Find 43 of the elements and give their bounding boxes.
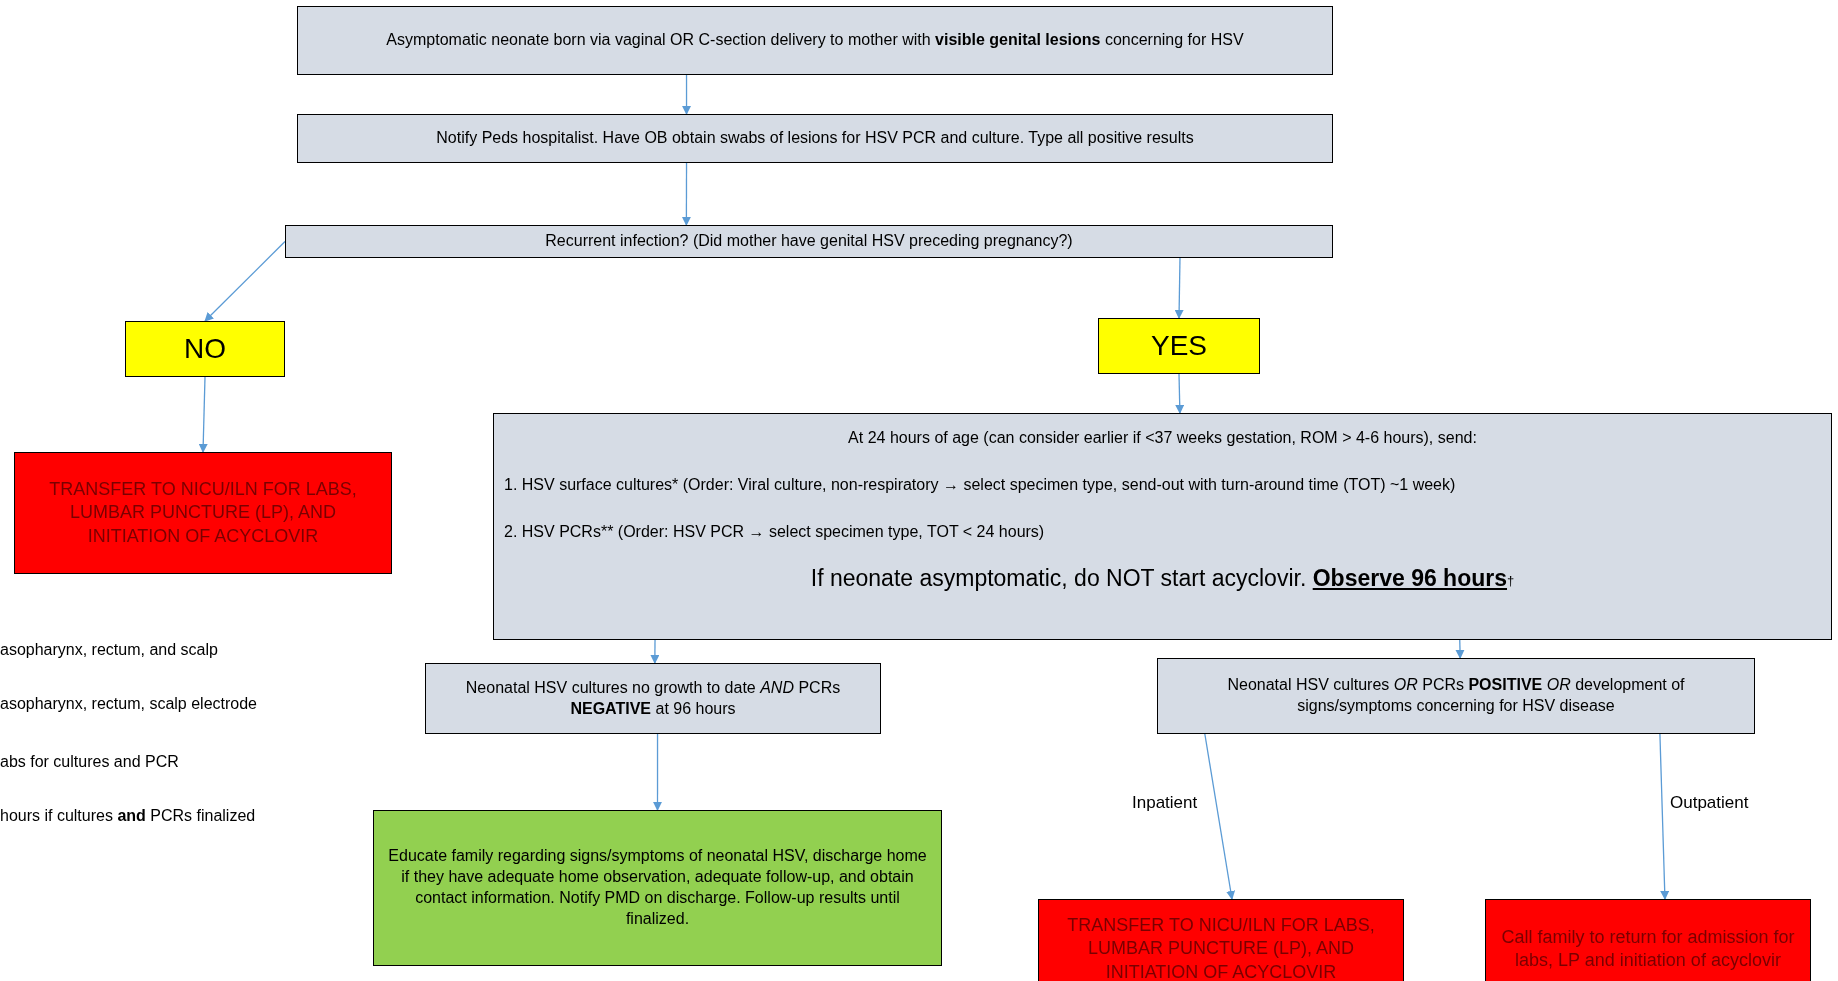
box-text: TRANSFER TO NICU/ILN FOR LABS, LUMBAR PUNCTURE (LP), AND INITIATION OF ACYCLOVIR	[1066, 913, 1376, 981]
arrow	[681, 162, 691, 226]
box-text: Notify Peds hospitalist. Have OB obtain swabs of lesions for HSV PCR and culture. Type all positive results	[435, 128, 1195, 149]
process-box	[1157, 658, 1755, 734]
note-text: abs for cultures and PCR	[0, 753, 179, 771]
action-box	[1038, 899, 1404, 981]
arrow	[682, 74, 692, 115]
decision-box	[125, 321, 285, 377]
note-text: hours if cultures and PCRs finalized	[0, 807, 256, 825]
arrow	[204, 240, 286, 322]
process-box	[285, 225, 1333, 258]
box-text: Educate family regarding signs/symptoms of neonatal HSV, discharge home if they have adequate home observation, adequate follow-up, and obtain contact information. Notify PMD on discharge. Follow-up results until finalized.	[387, 846, 928, 929]
box-text: Asymptomatic neonate born via vaginal OR C-section delivery to mother with visible genital lesions concerning for HSV	[385, 30, 1245, 51]
process-box	[425, 663, 881, 734]
outcome-box	[373, 810, 942, 966]
arrow	[650, 639, 660, 664]
arrow	[1175, 373, 1185, 414]
box-text: Recurrent infection? (Did mother have genital HSV preceding pregnancy?)	[544, 231, 1074, 252]
box-text: Neonatal HSV cultures OR PCRs POSITIVE OR development of signs/symptoms concerning for HSV disease	[1226, 675, 1686, 716]
process-box	[493, 413, 1832, 640]
box-text: 1. HSV surface cultures* (Order: Viral culture, non-respiratory → select specimen type, send-out with turn-around time (TOT) ~1 week)	[504, 474, 1457, 495]
arrow	[1455, 639, 1465, 659]
edge-label: Inpatient	[1130, 793, 1200, 813]
action-box	[14, 452, 392, 574]
edge-label: Outpatient	[1668, 793, 1751, 813]
box-text: 2. HSV PCRs** (Order: HSV PCR → select specimen type, TOT < 24 hours)	[504, 521, 1046, 542]
arrow	[653, 733, 662, 811]
process-box	[297, 6, 1333, 75]
box-text: NO	[183, 331, 227, 366]
arrow	[1174, 257, 1184, 319]
arrow	[1204, 733, 1236, 900]
process-box	[297, 114, 1333, 163]
note-text: asopharynx, rectum, and scalp	[0, 641, 218, 659]
box-text: Call family to return for admission for labs, LP and initiation of acyclovir	[1500, 925, 1796, 972]
arrow	[1659, 733, 1670, 900]
note-text: asopharynx, rectum, scalp electrode	[0, 695, 257, 713]
decision-box	[1098, 318, 1260, 374]
box-text: TRANSFER TO NICU/ILN FOR LABS, LUMBAR PUNCTURE (LP), AND INITIATION OF ACYCLOVIR	[48, 477, 358, 548]
box-text: Neonatal HSV cultures no growth to date AND PCRs NEGATIVE at 96 hours	[464, 677, 842, 719]
box-text: YES	[1150, 328, 1208, 363]
box-text: At 24 hours of age (can consider earlier if <37 weeks gestation, ROM > 4-6 hours), send:	[847, 428, 1478, 448]
arrow	[198, 376, 208, 453]
action-box	[1485, 899, 1811, 981]
